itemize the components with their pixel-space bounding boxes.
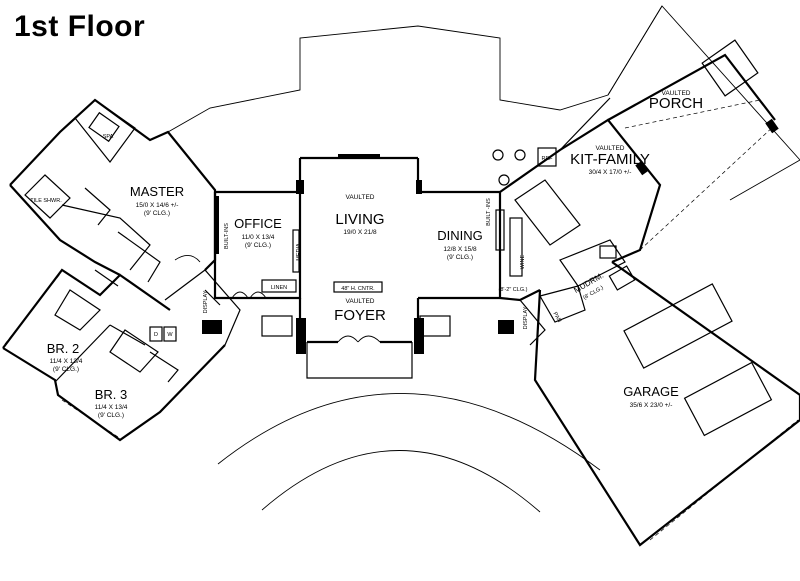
label-tile-shwr: TILE SHWR. bbox=[30, 198, 62, 204]
room-dining-dims: 12/8 X 15/8 bbox=[443, 246, 477, 253]
label-built-ins-office: BUILT-INS bbox=[224, 223, 230, 249]
room-br3-name: BR. 3 bbox=[95, 387, 128, 402]
room-master-name: MASTER bbox=[130, 184, 184, 199]
driveway-arc-inner bbox=[261, 450, 541, 513]
label-dryer: D bbox=[154, 332, 158, 338]
room-br3-dims: 11/4 X 13/4 bbox=[95, 404, 128, 411]
room-porch-name: PORCH bbox=[649, 95, 703, 112]
room-br2-ceiling: (9' CLG.) bbox=[53, 366, 79, 373]
room-office-ceiling: (9' CLG.) bbox=[245, 242, 271, 249]
room-garage-dims: 35/6 X 23/0 +/- bbox=[630, 402, 673, 409]
driveway-arc-outer bbox=[217, 393, 601, 471]
room-foyer-name: FOYER bbox=[334, 307, 386, 324]
label-built-ins-dining: BUILT -INS bbox=[486, 198, 492, 226]
floor-title: 1st Floor bbox=[14, 10, 146, 43]
room-master-ceiling: (9' CLG.) bbox=[144, 210, 170, 217]
room-dining-name: DINING bbox=[437, 228, 483, 243]
room-living-name: LIVING bbox=[335, 211, 384, 228]
label-wine: WINE bbox=[520, 254, 526, 269]
room-br2-name: BR. 2 bbox=[47, 341, 80, 356]
label-ref: REF bbox=[542, 156, 554, 162]
room-master-dims: 15/0 X 14/6 +/- bbox=[136, 202, 179, 209]
room-kit-family-dims: 30/4 X 17/0 +/- bbox=[589, 169, 632, 176]
label-spa: SPA bbox=[103, 134, 114, 140]
room-office-dims: 11/0 X 13/4 bbox=[242, 234, 275, 241]
porch-roof-outline bbox=[607, 5, 800, 201]
left-wing bbox=[2, 98, 241, 442]
label-display-right: DISPLAY bbox=[523, 306, 529, 329]
room-kit-family-name: KIT-FAMILY bbox=[570, 151, 650, 168]
label-media: MEDIA bbox=[296, 243, 302, 261]
room-dining-ceiling: (9' CLG.) bbox=[447, 254, 473, 261]
room-kit-family-vaulted: VAULTED bbox=[595, 145, 624, 152]
center-section bbox=[202, 154, 514, 379]
room-living-dims: 19/0 X 21/8 bbox=[343, 229, 377, 236]
room-foyer-vaulted: VAULTED bbox=[345, 298, 374, 305]
room-br3-ceiling: (9' CLG.) bbox=[98, 412, 124, 419]
room-garage-name: GARAGE bbox=[623, 384, 679, 399]
room-porch-vaulted: VAULTED bbox=[661, 90, 690, 97]
label-lin: LIN bbox=[504, 324, 510, 333]
label-pan: PAN bbox=[552, 311, 563, 323]
room-office-name: OFFICE bbox=[234, 216, 282, 231]
label-cntr: 48" H. CNTR. bbox=[341, 286, 375, 292]
label-display-left: DISPLAY bbox=[203, 290, 209, 313]
label-washer: W bbox=[167, 332, 173, 338]
roof-outline bbox=[167, 5, 663, 133]
room-br2-dims: 11/4 X 13/4 bbox=[50, 358, 83, 365]
label-linen: LINEN bbox=[271, 285, 287, 291]
right-wing bbox=[492, 39, 800, 547]
label-clg-8-2: (8'-2" CLG.) bbox=[499, 287, 528, 293]
room-living-vaulted: VAULTED bbox=[345, 194, 374, 201]
